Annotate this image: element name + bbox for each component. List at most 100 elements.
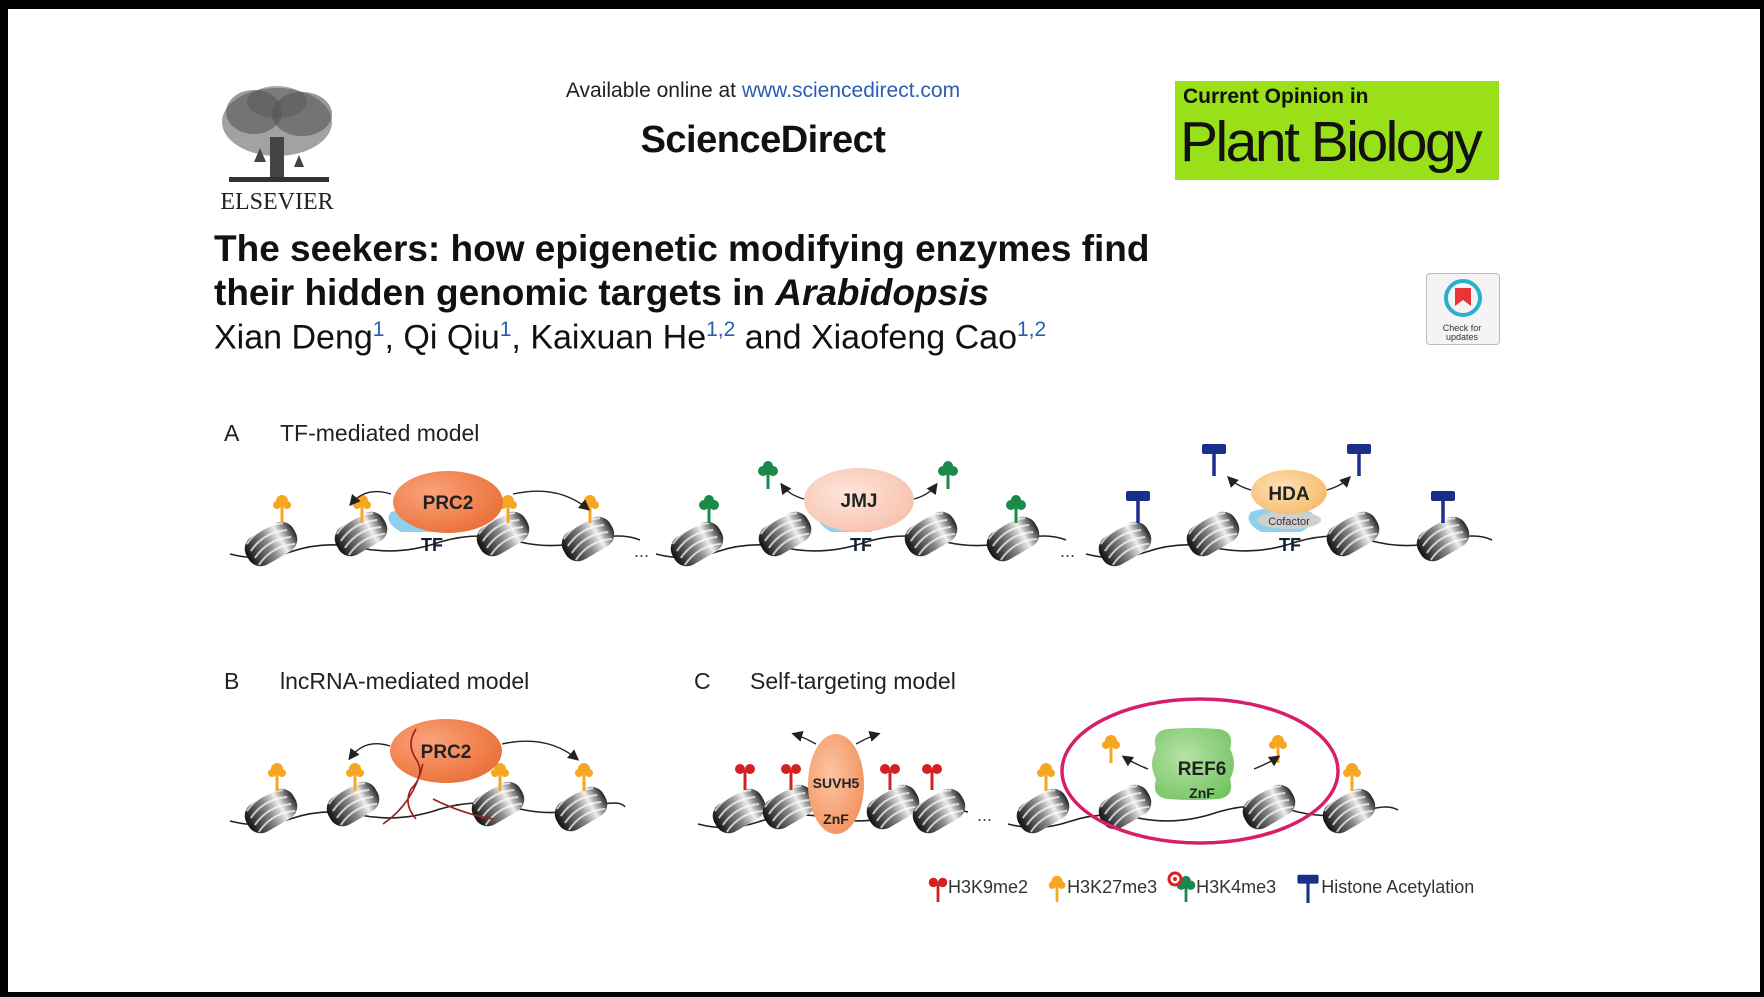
- prc2-protein: [393, 471, 503, 533]
- nucleosome: [238, 514, 304, 573]
- author-name: Kaixuan He: [530, 318, 707, 357]
- ref6-label: REF6: [1178, 759, 1227, 780]
- h3k27me3-mark: [272, 493, 292, 523]
- author-separator: ,: [384, 318, 404, 357]
- h3k27me3-legend-icon: [1047, 874, 1067, 902]
- acetylation-legend-icon: [1295, 873, 1321, 903]
- lncrna-strand: [382, 728, 494, 825]
- figure-legend: H3K9me2 H3K27me3 H3K4me3 Histone Acetyla…: [928, 873, 1488, 901]
- available-prefix: Available online at: [565, 79, 742, 102]
- author-affiliation: 1,2: [706, 318, 736, 341]
- nucleosome: [548, 779, 614, 838]
- panel-b-diagram: PRC2: [229, 719, 626, 840]
- prc2-label: PRC2: [421, 742, 472, 763]
- author-name: Qi Qiu: [403, 318, 500, 357]
- panel-c-title: Self-targeting model: [750, 668, 956, 694]
- author-affiliation: 1,2: [1016, 318, 1047, 341]
- title-line2-italic: Arabidopsis: [775, 272, 990, 313]
- tf-label: TF: [850, 535, 872, 555]
- h3k9me2-legend-icon: [928, 874, 948, 902]
- h3k4me3-mark: [699, 493, 719, 523]
- journal-line2: Plant Biology: [1180, 110, 1483, 174]
- tf-label: TF: [421, 535, 443, 555]
- nucleosome: [860, 777, 926, 836]
- journal-line1: Current Opinion in: [1183, 85, 1369, 108]
- available-online: Available online at www.sciencedirect.co…: [533, 79, 993, 103]
- tf-label: TF: [1279, 535, 1301, 555]
- ref6-znf-label: ZnF: [1189, 785, 1215, 801]
- h3k4me3-mark: [938, 459, 958, 489]
- panel-a-diagram: ... ... TF PRC2: [229, 442, 1493, 573]
- nucleosome: [898, 504, 964, 563]
- elsevier-tree-logo: [214, 82, 340, 214]
- legend-item-h3k4me3: H3K4me3: [1176, 874, 1276, 902]
- h3k27me3-mark: [1342, 761, 1362, 791]
- check-updates-label: Check for updates: [1442, 323, 1482, 342]
- author-name: Xiaofeng Cao: [810, 318, 1017, 357]
- hda-label: HDA: [1268, 484, 1309, 505]
- author-affiliation: 1: [372, 318, 385, 341]
- nucleosome: [1010, 781, 1076, 840]
- acetylation-mark: [1201, 442, 1227, 476]
- suvh5-znf-label: ZnF: [823, 811, 849, 827]
- sciencedirect-link[interactable]: www.sciencedirect.com: [741, 79, 961, 102]
- legend-item-h3k9me2: H3K9me2: [928, 874, 1028, 902]
- legend-label: Histone Acetylation: [1321, 876, 1475, 897]
- title-line2: their hidden genomic targets in Arabidop…: [214, 271, 1364, 315]
- acetylation-mark: [1346, 442, 1372, 476]
- h3k9me2-mark: [880, 762, 900, 790]
- nucleosome: [238, 781, 304, 840]
- author-and: and: [735, 318, 811, 357]
- nucleosome: [752, 504, 818, 563]
- h3k27me3-mark: [1101, 733, 1121, 763]
- panel-a-letter: A: [224, 420, 240, 446]
- nucleosome: [1316, 781, 1382, 840]
- nucleosome: [664, 514, 730, 573]
- author-name: Xian Deng: [214, 318, 373, 357]
- prc2-protein: [390, 719, 502, 783]
- publisher-name: ELSEVIER: [220, 189, 334, 215]
- jmj-protein: [804, 468, 914, 532]
- author-affiliation: 1: [499, 318, 512, 341]
- ref6-protein: [1152, 728, 1234, 800]
- h3k9me2-mark: [922, 762, 942, 790]
- panel-b-letter: B: [224, 668, 239, 694]
- legend-item-histone-acetylation: Histone Acetylation: [1295, 873, 1474, 903]
- epigenetic-model-figure: A TF-mediated model B lncRNA-mediated mo…: [224, 420, 1493, 845]
- panel-b-title: lncRNA-mediated model: [280, 668, 529, 694]
- h3k27me3-mark: [1036, 761, 1056, 791]
- cofactor-label: Cofactor: [1268, 516, 1310, 528]
- panel-c-diagram: SUVH5 ZnF ... REF6 ZnF: [697, 697, 1399, 845]
- ref6-highlight-ring: [1060, 697, 1340, 845]
- journal-badge: [1175, 81, 1499, 180]
- legend-label: H3K27me3: [1067, 876, 1158, 897]
- ellipsis: ...: [977, 805, 992, 825]
- hda-protein: [1251, 470, 1327, 514]
- ellipsis: ...: [1060, 541, 1075, 561]
- h3k27me3-mark: [267, 761, 287, 791]
- acetylation-mark: [1125, 489, 1151, 523]
- h3k9me2-mark: [735, 762, 755, 790]
- check-updates-icon: [1444, 279, 1482, 317]
- suvh5-protein: [808, 734, 864, 834]
- title-line1: The seekers: how epigenetic modifying en…: [214, 228, 1150, 269]
- legend-label: H3K9me2: [948, 876, 1029, 897]
- cursor-indicator: [1167, 871, 1183, 887]
- nucleosome: [706, 781, 772, 840]
- ellipsis: ...: [634, 541, 649, 561]
- legend-item-h3k27me3: H3K27me3: [1047, 874, 1157, 902]
- nucleosome: [906, 781, 972, 840]
- cofactor-protein: [1257, 511, 1321, 529]
- prc2-label: PRC2: [423, 493, 474, 514]
- author-list: Xian Deng1, Qi Qiu1, Kaixuan He1,2 and X…: [214, 318, 1046, 357]
- nucleosome: [1092, 777, 1158, 836]
- check-for-updates-button[interactable]: [1426, 273, 1500, 345]
- h3k27me3-mark: [1268, 733, 1288, 763]
- paper-title: The seekers: how epigenetic modifying en…: [214, 227, 1364, 315]
- nucleosome: [1092, 514, 1158, 573]
- h3k27me3-mark: [574, 761, 594, 791]
- author-separator: ,: [511, 318, 531, 357]
- nucleosome: [465, 774, 531, 833]
- slide: ELSEVIER Available online at www.science…: [8, 9, 1760, 992]
- suvh5-label: SUVH5: [813, 775, 860, 791]
